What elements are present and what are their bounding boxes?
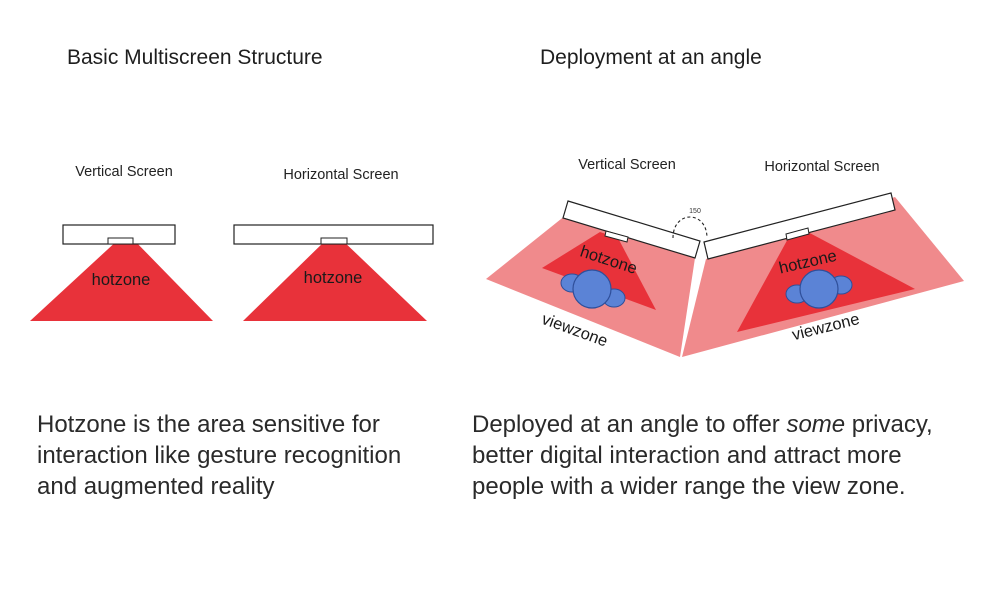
- right-panel-title: Deployment at an angle: [540, 46, 762, 69]
- right-horizontal-screen-group: Horizontal Screen hotzone viewzone: [682, 159, 964, 357]
- right-horizontal-screen-label: Horizontal Screen: [764, 159, 879, 175]
- right-horizontal-sensor: [785, 227, 810, 241]
- left-horizontal-hotzone: [243, 238, 427, 321]
- right-horizontal-screen: [703, 192, 896, 260]
- left-horizontal-sensor: [320, 237, 348, 245]
- person-icon: [560, 269, 626, 309]
- right-caption: Deployed at an angle to offer some priva…: [472, 409, 942, 502]
- left-vertical-screen-label: Vertical Screen: [75, 164, 173, 180]
- angle-indicator: 150: [672, 208, 708, 239]
- angle-arc: [672, 216, 708, 239]
- right-caption-emphasis: some: [786, 411, 846, 438]
- person-icon: [785, 269, 853, 309]
- left-vertical-sensor: [107, 237, 134, 245]
- right-vertical-screen: [562, 200, 701, 259]
- right-caption-end: privacy, better digital interaction and …: [472, 411, 933, 500]
- angle-label: 150: [689, 208, 701, 215]
- left-vertical-screen-group: Vertical Screen hotzone: [30, 164, 213, 321]
- left-panel-title: Basic Multiscreen Structure: [67, 46, 323, 69]
- left-vertical-hotzone-label: hotzone: [92, 271, 151, 289]
- left-horizontal-screen-label: Horizontal Screen: [283, 167, 398, 183]
- left-horizontal-hotzone-label: hotzone: [304, 269, 363, 287]
- left-horizontal-screen-group: Horizontal Screen hotzone: [233, 167, 434, 321]
- left-caption: Hotzone is the area sensitive for intera…: [37, 411, 402, 500]
- left-vertical-hotzone: [30, 238, 213, 321]
- right-vertical-screen-label: Vertical Screen: [578, 157, 676, 173]
- right-vertical-sensor: [604, 230, 629, 243]
- right-vertical-screen-group: Vertical Screen hotzone viewzone: [486, 157, 701, 357]
- right-caption-start: Deployed at an angle to offer: [472, 411, 787, 438]
